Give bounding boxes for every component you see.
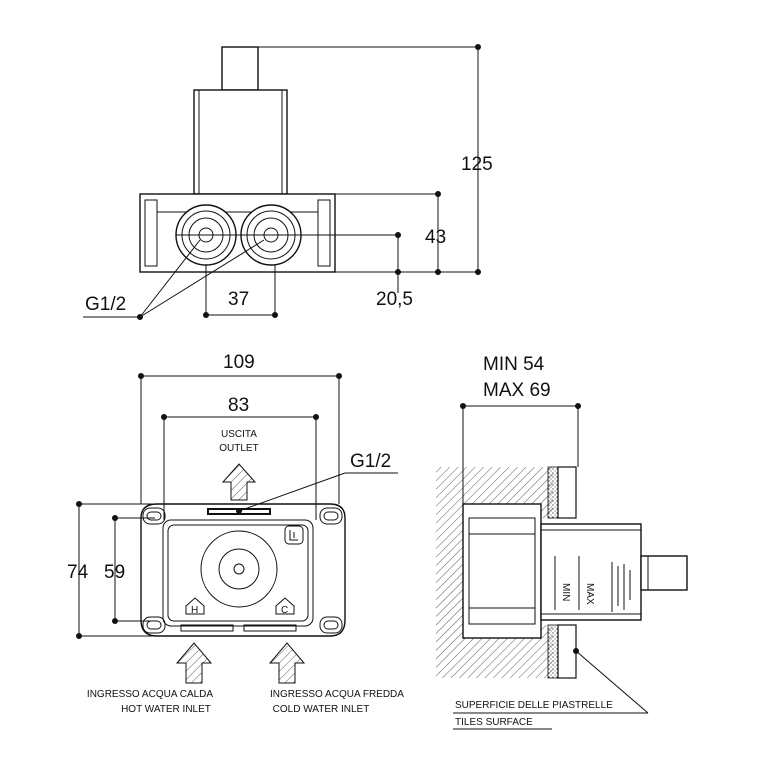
- cold-inlet-label-en: COLD WATER INLET: [273, 704, 370, 715]
- valve-side-stem: [640, 555, 688, 591]
- hot-marker-icon: H: [185, 597, 205, 616]
- outlet-arrow-icon: [221, 463, 257, 501]
- min-mark: MIN: [560, 583, 571, 601]
- hot-inlet-label-it: INGRESSO ACQUA CALDA: [87, 689, 213, 700]
- outlet-label-it: USCITA: [221, 429, 257, 440]
- valve-base: [139, 193, 336, 273]
- dim-port-spacing: 37: [228, 289, 249, 310]
- tile-lower: [547, 624, 559, 679]
- dim-min-depth: MIN 54: [483, 354, 545, 375]
- dim-height-inner: 59: [104, 562, 125, 583]
- dim-width-inner: 83: [228, 395, 249, 416]
- dim-offset: 20,5: [376, 289, 413, 310]
- dim-upper-height: 43: [425, 227, 446, 248]
- cold-marker-label: C: [281, 605, 288, 616]
- top-view: 125 43 20,5 37 G1/2: [83, 44, 493, 320]
- hot-inlet-label-en: HOT WATER INLET: [121, 704, 211, 715]
- mounting-plate: [140, 503, 346, 637]
- thread-label-top: G1/2: [85, 294, 126, 315]
- brand-logo-icon: [284, 525, 304, 545]
- central-dial: [200, 530, 278, 608]
- engraving-icon: [611, 562, 631, 612]
- dim-height-outer: 74: [67, 562, 89, 583]
- valve-side-base: [462, 503, 542, 639]
- cold-marker-icon: C: [275, 597, 295, 616]
- hot-marker-label: H: [191, 605, 198, 616]
- dim-width-outer: 109: [223, 352, 255, 373]
- side-view: MIN MAX MIN 54 MAX 69 SUPERFICIE DELLE P…: [436, 354, 688, 730]
- max-mark: MAX: [584, 583, 595, 605]
- front-view: H C USCITA OUTLET INGRESSO ACQUA CALDA H…: [67, 352, 404, 715]
- dim-total-height: 125: [461, 154, 493, 175]
- thread-label-front: G1/2: [350, 451, 391, 472]
- valve-cylinder: [193, 89, 288, 195]
- tile-upper: [547, 466, 559, 519]
- tiles-label-it: SUPERFICIE DELLE PIASTRELLE: [455, 700, 613, 711]
- cold-inlet-label-it: INGRESSO ACQUA FREDDA: [270, 689, 404, 700]
- hot-inlet-arrow-icon: [175, 642, 213, 684]
- tiles-label-en: TILES SURFACE: [455, 717, 533, 728]
- dim-max-depth: MAX 69: [483, 380, 551, 401]
- valve-stem: [221, 46, 259, 91]
- cold-inlet-arrow-icon: [268, 642, 306, 684]
- outlet-label-en: OUTLET: [219, 443, 258, 454]
